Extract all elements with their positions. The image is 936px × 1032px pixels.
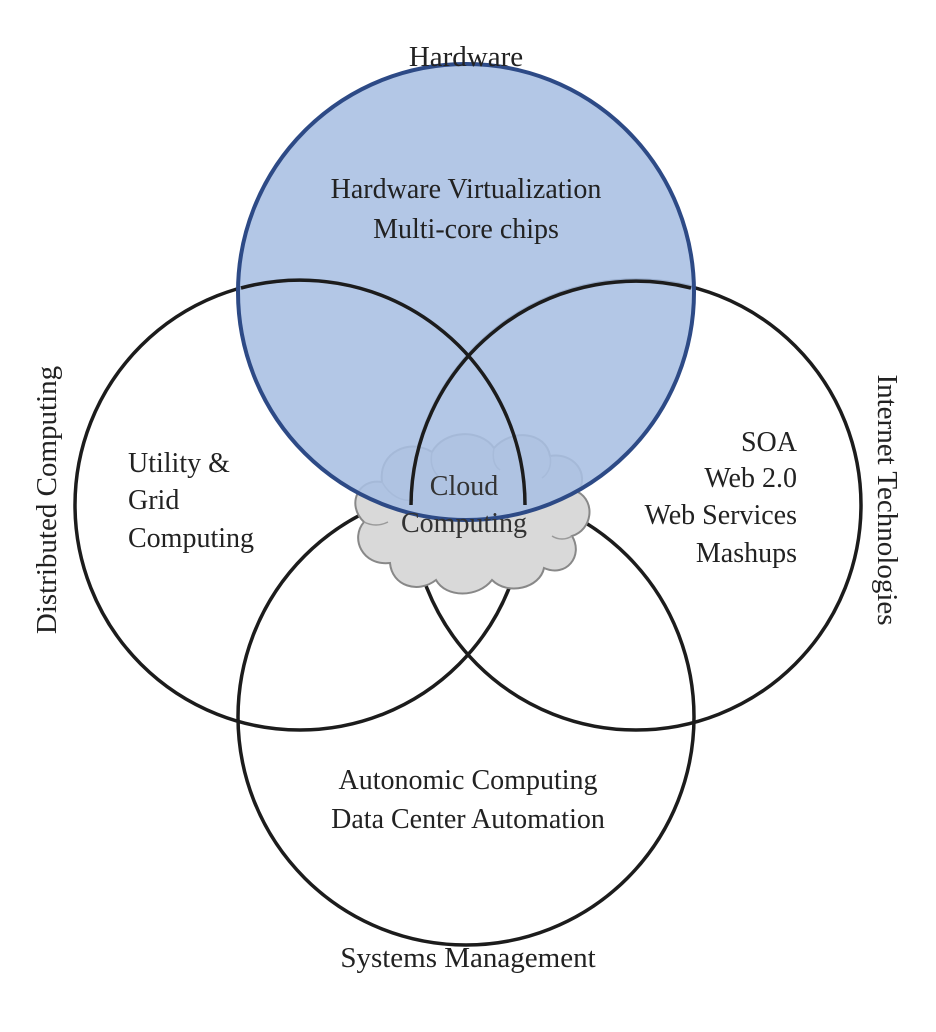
distributed-region-line2: Grid [128, 485, 179, 516]
center-label-line1: Cloud [430, 471, 498, 502]
hardware-circle [236, 62, 696, 522]
internet-region-line1: SOA [741, 427, 798, 458]
center-label-line2: Computing [401, 508, 527, 539]
systems-management-title: Systems Management [340, 942, 595, 974]
distributed-region-line1: Utility & [128, 448, 230, 479]
overlap-arcs [240, 278, 692, 506]
systems-region-line1: Autonomic Computing [339, 765, 598, 796]
systems-region-line2: Data Center Automation [331, 804, 605, 835]
hardware-title: Hardware [409, 41, 523, 73]
internet-region-line2: Web 2.0 [704, 463, 797, 494]
distributed-computing-title: Distributed Computing [31, 366, 63, 634]
internet-region-line3: Web Services [645, 500, 797, 531]
hardware-region-line2: Multi-core chips [373, 214, 559, 245]
internet-region-line4: Mashups [696, 538, 797, 569]
internet-technologies-title: Internet Technologies [871, 374, 903, 625]
distributed-region-line3: Computing [128, 523, 254, 554]
hardware-region-line1: Hardware Virtualization [331, 174, 602, 205]
